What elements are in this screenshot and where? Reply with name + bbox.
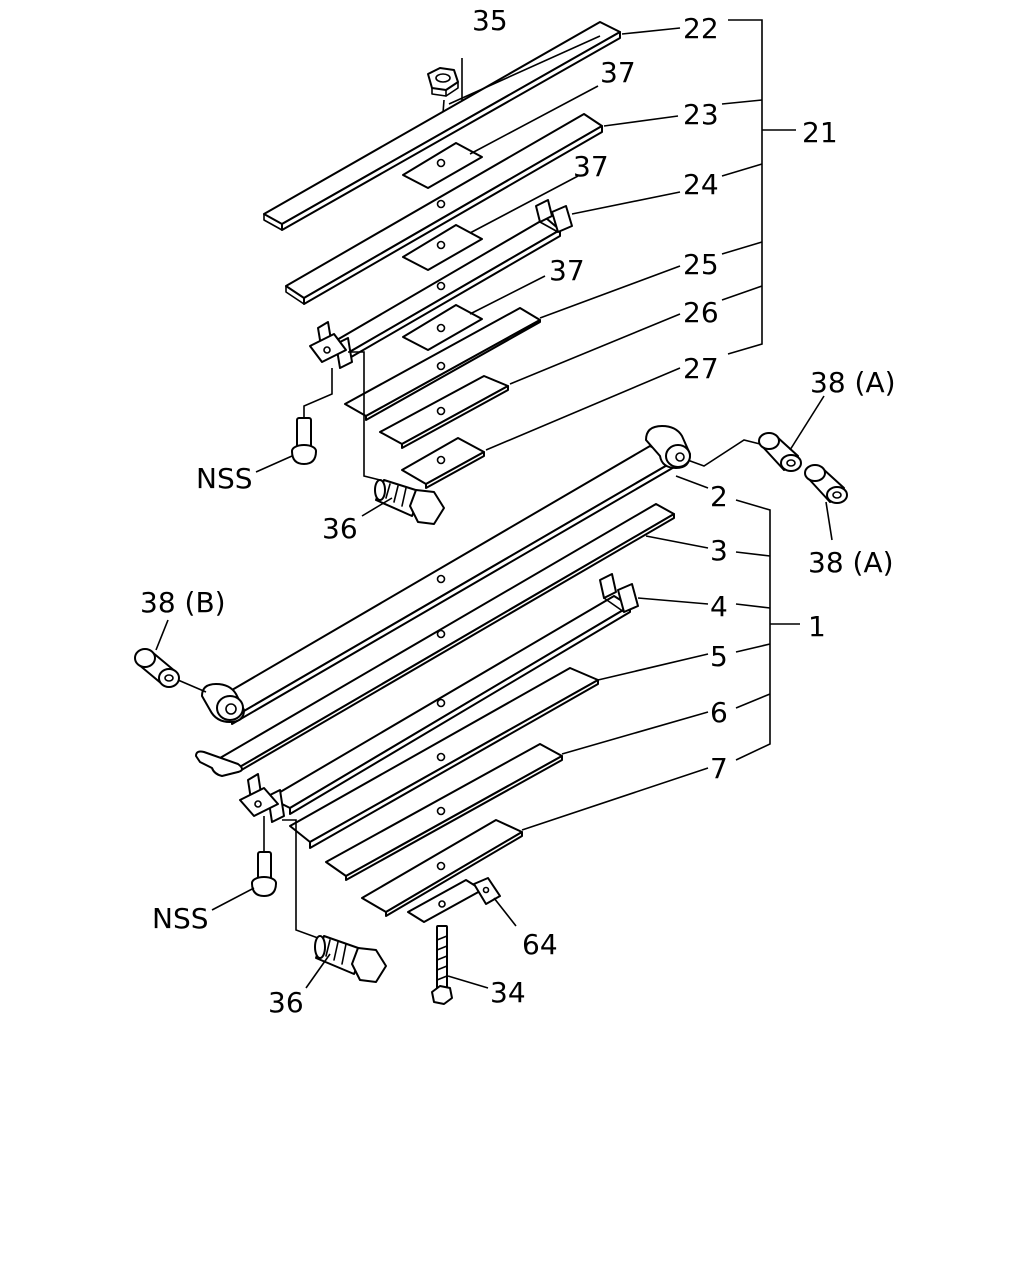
nut-35 — [427, 67, 459, 97]
label-1: 1 — [808, 610, 826, 643]
label-4: 4 — [710, 590, 728, 623]
leaf-2-eye-left — [201, 683, 245, 723]
bushing-line-38a — [681, 439, 761, 467]
leaf-2-eye-right — [645, 425, 691, 469]
label-7: 7 — [710, 752, 728, 785]
label-38a-bottom: 38 (A) — [808, 546, 894, 579]
label-38a-top: 38 (A) — [810, 366, 896, 399]
clip-bolt-36-bottom — [314, 935, 387, 983]
label-nss-bottom: NSS — [152, 902, 209, 935]
bracket-64 — [407, 877, 501, 923]
clip-bolt-36-top — [374, 479, 445, 525]
label-38b: 38 (B) — [140, 586, 226, 619]
leaf-25 — [344, 307, 541, 421]
bushing-38a-bottom — [804, 464, 848, 504]
label-26: 26 — [683, 296, 719, 329]
label-21: 21 — [802, 116, 838, 149]
bushing-38b — [134, 648, 180, 688]
label-22: 22 — [683, 12, 719, 45]
label-nss-top: NSS — [196, 462, 253, 495]
center-line-nss-top — [303, 368, 333, 420]
label-24: 24 — [683, 168, 719, 201]
leader-lines — [155, 27, 833, 989]
bushing-38a-top — [758, 432, 802, 472]
group-bracket-21 — [721, 19, 796, 355]
label-37-a: 37 — [600, 56, 636, 89]
label-3: 3 — [710, 534, 728, 567]
label-34: 34 — [490, 976, 526, 1009]
leaf-26 — [379, 375, 509, 449]
clip-4-right — [599, 573, 639, 613]
clip-24-right — [535, 199, 573, 233]
leaf-7 — [361, 819, 523, 917]
clip-24-left — [309, 321, 353, 369]
bolt-34 — [431, 925, 453, 1005]
label-2: 2 — [710, 480, 728, 513]
leaf-23 — [285, 113, 603, 305]
leaf-3 — [195, 503, 675, 777]
label-23: 23 — [683, 98, 719, 131]
label-36-bottom: 36 — [268, 986, 304, 1019]
bolt-line-36-bottom — [282, 819, 319, 939]
label-27: 27 — [683, 352, 719, 385]
label-25: 25 — [683, 248, 719, 281]
bolt-line-36-top — [348, 351, 381, 481]
center-bolt-nss-bottom — [251, 851, 277, 897]
label-36-top: 36 — [322, 512, 358, 545]
label-37-c: 37 — [549, 254, 585, 287]
label-64: 64 — [522, 928, 558, 961]
leaf-6 — [325, 743, 563, 881]
label-6: 6 — [710, 696, 728, 729]
group-bracket-1 — [735, 499, 800, 761]
center-bolt-nss-top — [291, 417, 317, 465]
bushing-line-38b — [177, 679, 207, 693]
label-5: 5 — [710, 640, 728, 673]
label-35: 35 — [472, 4, 508, 37]
leaf-4 — [269, 595, 631, 815]
leaf-27 — [401, 437, 485, 489]
label-37-b: 37 — [573, 150, 609, 183]
clip-4-left — [239, 773, 285, 823]
